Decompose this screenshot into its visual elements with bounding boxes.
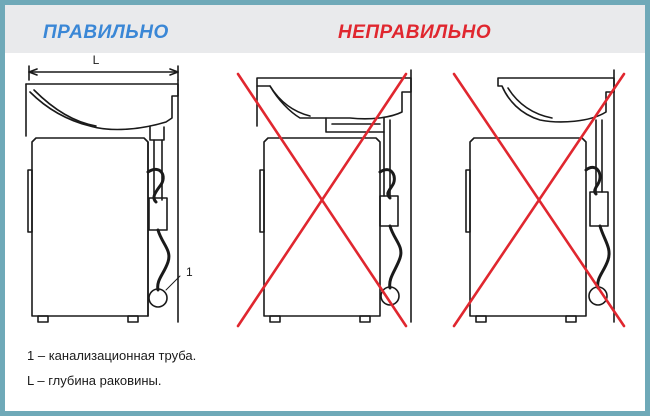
header-band — [5, 5, 645, 53]
siphon — [589, 191, 609, 227]
dimension-l-label: L — [93, 53, 100, 67]
sink — [497, 77, 615, 123]
panel-correct — [25, 65, 181, 323]
cross-mark-1 — [236, 72, 408, 328]
incorrect-label: НЕПРАВИЛЬНО — [338, 22, 492, 43]
legend-symbol: L — [27, 373, 34, 388]
sink — [25, 83, 179, 137]
washing-machine — [27, 137, 149, 323]
drain-hose — [584, 165, 602, 196]
washing-machine — [259, 137, 381, 323]
drain-pipe — [595, 119, 603, 193]
legend-item-1: 1 – канализационная труба. — [27, 348, 196, 364]
drain-hose — [378, 168, 396, 200]
legend-text: – глубина раковины. — [37, 373, 162, 388]
sink — [256, 77, 412, 133]
legend-text: – канализационная труба. — [37, 348, 197, 363]
legend-symbol: 1 — [27, 348, 35, 363]
pipe-marker-label: 1 — [186, 265, 193, 279]
panel-incorrect-2 — [465, 69, 615, 323]
panel-incorrect-1 — [256, 69, 412, 323]
cross-mark-2 — [452, 72, 626, 328]
drain-hose — [146, 167, 165, 204]
drain-pipe — [383, 119, 391, 197]
washing-machine — [465, 137, 587, 323]
legend-item-2: L – глубина раковины. — [27, 373, 161, 389]
siphon — [148, 197, 168, 231]
sewer-pipe — [148, 288, 168, 308]
sewer-pipe — [380, 286, 400, 306]
siphon — [379, 195, 399, 227]
correct-label: ПРАВИЛЬНО — [43, 22, 169, 43]
dimension-l-line — [28, 65, 179, 81]
